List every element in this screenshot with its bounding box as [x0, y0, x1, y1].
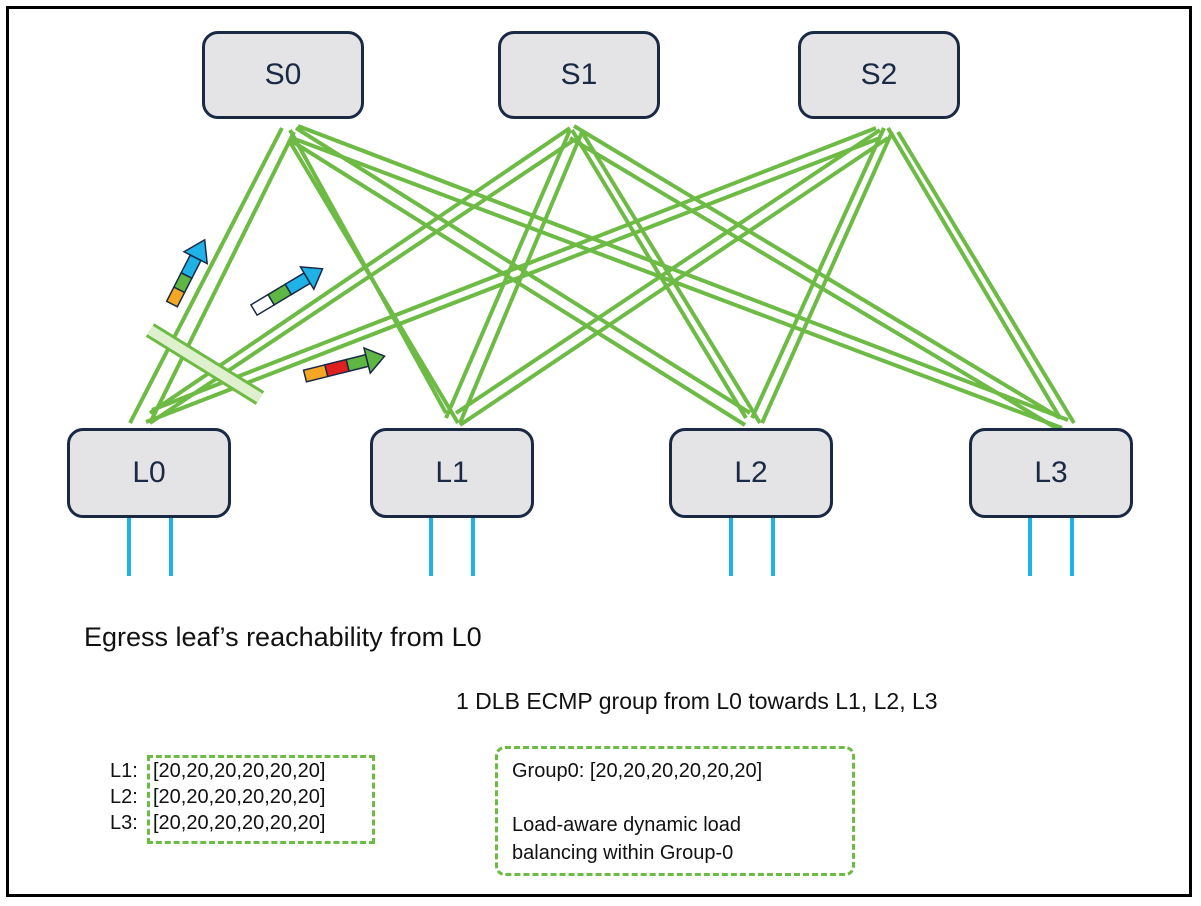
link-s2-l3	[886, 126, 1062, 420]
reachability-value-l3: [20,20,20,20,20,20]	[153, 812, 326, 834]
link-s1-l1	[444, 129, 572, 419]
link-s2-l1	[454, 128, 882, 415]
link-s0-l3	[297, 124, 1069, 422]
link-s1-l2	[570, 128, 748, 420]
group0-desc-line1: Load-aware dynamic load	[512, 814, 742, 836]
link-s2-l0	[151, 126, 877, 412]
reachability-label-l2: L2:	[110, 786, 138, 808]
link-s2-l2	[750, 127, 886, 419]
reachability-values-box: [20,20,20,20,20,20] [20,20,20,20,20,20] …	[147, 755, 375, 844]
spine-s2: S2	[798, 31, 960, 119]
link-s2-l2	[760, 131, 894, 424]
flow-arrow-2-icon	[249, 266, 324, 317]
leaf-l0: L0	[67, 428, 231, 518]
leaf-l1: L1	[370, 428, 534, 518]
leaf-l2: L2	[669, 428, 833, 518]
reachability-value-l2: [20,20,20,20,20,20]	[153, 786, 326, 808]
group0-desc-line2: balancing within Group-0	[512, 842, 734, 864]
group0-weights: Group0: [20,20,20,20,20,20]	[512, 760, 763, 782]
link-s0-l1	[288, 140, 460, 425]
spine-s1: S1	[498, 31, 660, 119]
group0-box: Group0: [20,20,20,20,20,20] Load-aware d…	[495, 746, 855, 876]
link-s2-l0	[145, 136, 881, 424]
spine-s0: S0	[202, 31, 364, 119]
ecmp-group-bar	[145, 323, 265, 405]
reachability-label-l3: L3:	[110, 812, 138, 834]
diagram-frame	[6, 6, 1192, 897]
link-s0-l3	[291, 136, 1063, 430]
dlb-group-caption: 1 DLB ECMP group from L0 towards L1, L2,…	[456, 688, 938, 714]
link-s1-l2	[580, 130, 762, 425]
reachability-labels: L1: L2: L3:	[110, 758, 138, 836]
reachability-caption: Egress leaf’s reachability from L0	[84, 622, 482, 652]
reachability-label-l1: L1:	[110, 760, 138, 782]
link-s2-l3	[896, 130, 1076, 425]
link-s0-l0	[128, 127, 284, 424]
flow-arrow-1-icon	[165, 238, 209, 308]
reachability-value-l1: [20,20,20,20,20,20]	[153, 760, 326, 782]
link-s0-l0	[148, 131, 296, 424]
fabric-links	[128, 124, 1076, 430]
link-s2-l1	[458, 136, 890, 427]
flow-arrow-3-icon	[302, 346, 386, 383]
leaf-l3: L3	[969, 428, 1133, 518]
host-links	[127, 518, 1074, 576]
